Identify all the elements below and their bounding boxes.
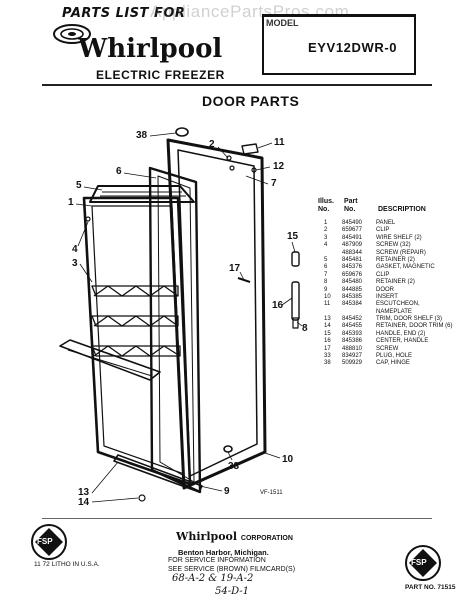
footer-corporation: CORPORATION (240, 535, 293, 542)
col-illus: Illus. (318, 198, 334, 205)
wire-shelf (59, 339, 161, 381)
whirlpool-swirl-logo (53, 24, 91, 44)
fsp-label-right: FSP (411, 558, 427, 567)
product-subtitle: ELECTRIC FREEZER (96, 68, 225, 82)
model-number: EYV12DWR-0 (308, 40, 398, 55)
callout-14: 14 (78, 497, 90, 508)
fsp-seal-right (405, 545, 441, 581)
model-box (262, 14, 416, 75)
col-description: DESCRIPTION (378, 206, 426, 213)
hole-plug (223, 445, 233, 453)
callout-9: 9 (224, 486, 230, 497)
gasket (89, 185, 195, 203)
callout-11: 11 (274, 137, 285, 148)
handwritten-filmcard-ref1: 68-A-2 & 19-A-2 (172, 573, 254, 584)
parts-list-label: PARTS LIST FOR (62, 6, 186, 21)
escutcheon (241, 143, 259, 155)
handle-center (291, 281, 300, 321)
door-insert (148, 166, 202, 494)
door-frame (166, 138, 267, 490)
hinge-cap (175, 127, 189, 137)
callout-4: 4 (72, 244, 78, 255)
section-title: DOOR PARTS (202, 93, 300, 109)
callout-16: 16 (272, 300, 284, 311)
callout-5: 5 (76, 180, 82, 191)
footer-location: Benton Harbor, Michigan. (178, 548, 269, 557)
col-illus-no: No. (318, 206, 330, 213)
table-row: NAMEPLATE (376, 308, 412, 315)
callout-13: 13 (78, 487, 90, 498)
litho-note: 11 72 LITHO IN U.S.A. (34, 561, 100, 568)
handle-end (291, 251, 300, 267)
brand-logo-text: Whirlpool (78, 34, 223, 64)
footer-brand-name: Whirlpool (176, 530, 238, 543)
callout-1: 1 (68, 197, 74, 208)
callout-2: 2 (209, 139, 215, 150)
fsp-seal-left (31, 524, 67, 560)
door-shelf-trim (113, 454, 203, 493)
callout-12: 12 (273, 161, 285, 172)
callout-8: 8 (302, 323, 308, 334)
callout-38: 38 (136, 130, 148, 141)
footer-divider (42, 518, 432, 519)
figure-code: VF-1511 (260, 490, 283, 496)
service-info-line2: SEE SERVICE (BROWN) FILMCARD(S) (168, 566, 296, 573)
handwritten-filmcard-ref2: 54-D-1 (215, 586, 250, 597)
fsp-label-left: FSP (37, 537, 53, 546)
door-shelves (91, 285, 181, 357)
col-part-no: No. (344, 206, 356, 213)
col-part: Part (344, 198, 358, 205)
callout-6: 6 (116, 166, 122, 177)
callout-7: 7 (271, 178, 277, 189)
callout-10: 10 (282, 454, 294, 465)
callout-33: 33 (228, 461, 240, 472)
header-divider (42, 84, 432, 86)
footer-brand: Whirlpool CORPORATION (176, 530, 293, 543)
callout-15: 15 (287, 231, 299, 242)
callout-17: 17 (229, 263, 241, 274)
model-label: MODEL (266, 18, 299, 28)
door-liner (82, 196, 192, 486)
service-info-line1: FOR SERVICE INFORMATION (168, 557, 266, 564)
callout-3: 3 (72, 258, 78, 269)
part-number: PART NO. 71515 (405, 584, 456, 591)
